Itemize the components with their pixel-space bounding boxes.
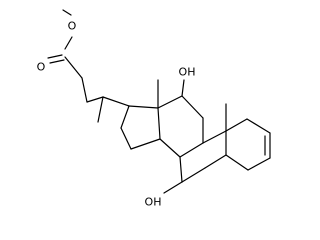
bond-c16-c17 <box>120 105 130 129</box>
bond-methyl-o <box>62 9 72 16</box>
ester-side-chain <box>47 9 130 123</box>
bond-c10-c1 <box>225 118 248 132</box>
chemical-structure: O O OH OH <box>37 9 271 209</box>
atom-label-ester-o: O <box>68 20 77 33</box>
bond-c15-c16 <box>120 127 132 150</box>
bond-c14-c15 <box>130 138 161 150</box>
bond-c8-c14 <box>159 138 181 158</box>
bond-c12-oh <box>181 79 185 97</box>
bond-c13-c12 <box>157 95 183 109</box>
bond-c9-c8 <box>179 142 204 158</box>
bond-c12-c11 <box>181 95 204 119</box>
bond-c3-c4 <box>247 157 271 171</box>
bond-o-carbonyl-c <box>64 36 73 50</box>
atom-label-carbonyl-o: O <box>37 61 46 74</box>
bond-ch-c17 <box>102 96 130 107</box>
bond-carbonyl-double-1 <box>47 54 63 59</box>
bond-c13-c14 <box>157 107 161 140</box>
bond-c1-c2 <box>246 118 271 134</box>
bond-carbonyl-double-2 <box>49 59 65 64</box>
bond-c7-oh <box>163 181 183 194</box>
bond-c7-c8 <box>179 156 183 183</box>
ring-d <box>120 105 161 150</box>
ring-a <box>225 118 271 171</box>
bond-ch2-ch2 <box>81 77 88 103</box>
atom-label-hydroxyl-12: OH <box>179 66 196 79</box>
bond-ch2-ch <box>86 96 104 103</box>
bond-c4-c5 <box>225 154 249 171</box>
bond-carbonyl-ch2 <box>64 56 83 79</box>
bond-ch-methyl <box>97 96 104 123</box>
bond-c5-c6 <box>204 154 227 169</box>
bond-c17-c13 <box>128 105 159 109</box>
bond-c6-c7 <box>181 167 206 183</box>
bond-c9-c10 <box>202 130 227 144</box>
ring-c <box>157 79 204 158</box>
hydroxyl-substituents <box>163 79 185 194</box>
ring-b <box>179 103 227 183</box>
atom-label-hydroxyl-7: OH <box>145 196 162 209</box>
